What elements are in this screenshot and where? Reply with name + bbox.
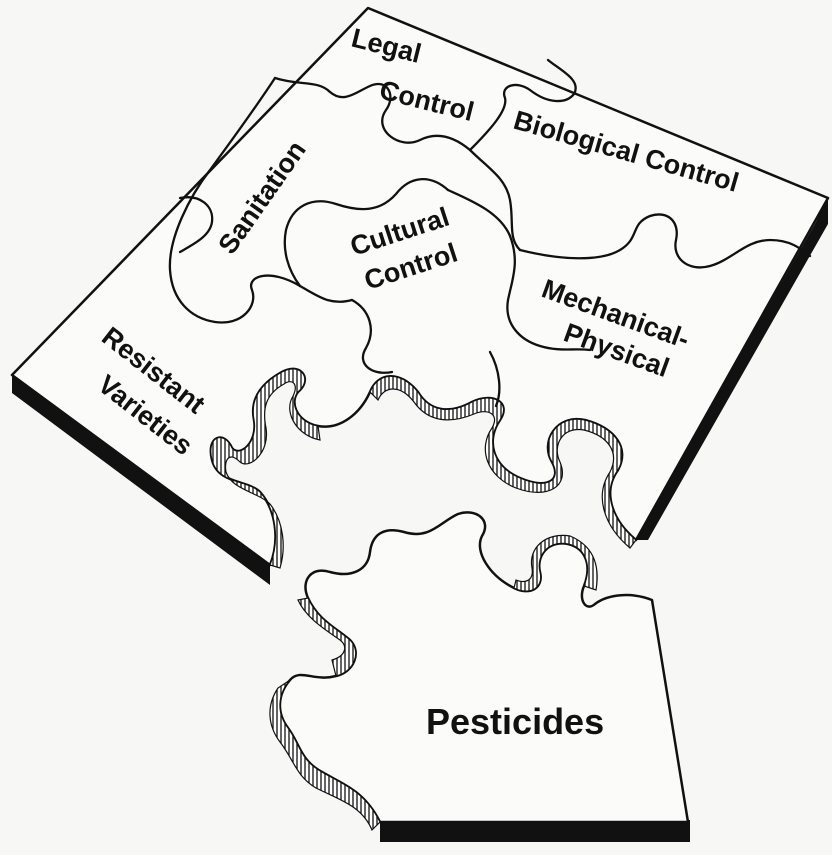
pesticides-text: Pesticides	[426, 701, 604, 742]
pesticides-piece-edge	[380, 820, 690, 842]
pesticides-label: Pesticides	[426, 701, 604, 742]
